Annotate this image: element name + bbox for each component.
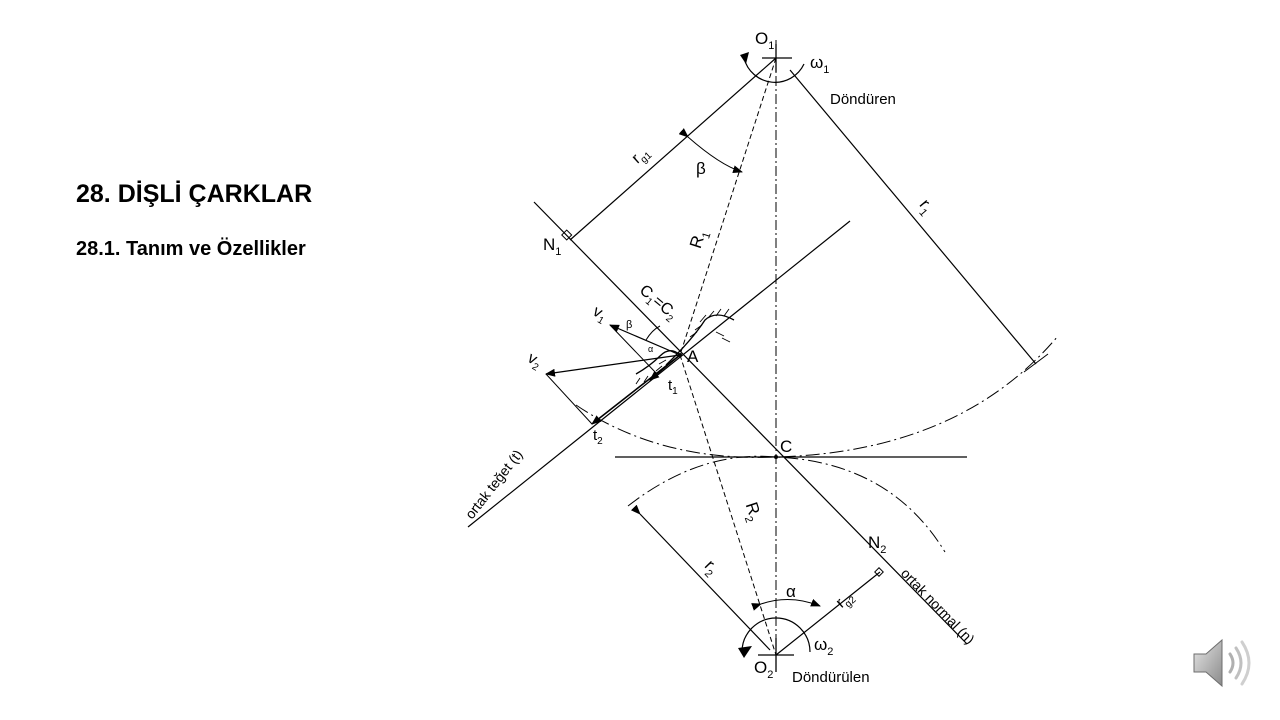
label-t1: t1 — [668, 377, 678, 397]
slide-subtitle: 28.1. Tanım ve Özellikler — [76, 238, 306, 260]
right-angle-n2 — [874, 567, 884, 577]
label-A: A — [687, 347, 699, 366]
radius-R2 — [679, 354, 777, 656]
label-rg1: rg1 — [629, 143, 655, 169]
beta-small-arc — [645, 325, 661, 341]
vector-t2 — [591, 354, 681, 425]
tooth-hatch-lower — [635, 359, 667, 385]
vector-projection-2 — [545, 373, 593, 425]
point-C — [774, 455, 778, 459]
point-A — [678, 353, 682, 357]
label-omega1: ω1 — [810, 53, 829, 76]
label-O1: O1 — [755, 29, 774, 52]
label-beta-small: β — [626, 319, 632, 331]
label-t2: t2 — [593, 427, 603, 447]
label-alpha-small: α — [648, 344, 653, 354]
label-N2: N2 — [868, 533, 886, 556]
label-r1: r1 — [913, 195, 938, 219]
label-R2: R2 — [738, 500, 766, 525]
dimension-r2 — [630, 504, 771, 651]
label-common-normal: ortak normal (n) — [898, 565, 978, 647]
label-driven: Döndürülen — [792, 669, 870, 686]
label-v2: v2 — [523, 350, 545, 374]
tooth-profile-lower — [635, 350, 681, 375]
pitch-circle-1 — [575, 335, 1059, 458]
tooth-hatch-upper — [689, 308, 731, 343]
right-angle-n1 — [561, 229, 573, 241]
omega1-arc — [743, 57, 805, 83]
alpha-angle-arc — [751, 598, 821, 611]
beta-angle-arc — [678, 128, 743, 174]
label-alpha: α — [786, 582, 796, 601]
omega1-arrow — [740, 52, 749, 64]
common-tangent-line — [467, 220, 851, 528]
label-R1: R1 — [686, 227, 714, 252]
label-omega2: ω2 — [814, 635, 833, 658]
pitch-circle-2 — [627, 455, 946, 553]
base-radius-rg2 — [775, 571, 881, 656]
omega2-arrow — [738, 646, 752, 658]
label-C1-C2: C1=C2 — [634, 282, 681, 326]
common-normal-line — [533, 201, 968, 645]
label-v1: v1 — [588, 303, 610, 327]
radius-R1 — [679, 57, 777, 356]
base-radius-rg1 — [569, 57, 777, 241]
label-N1: N1 — [543, 235, 561, 258]
label-C: C — [780, 437, 792, 456]
label-common-tangent: ortak teğet (t) — [462, 446, 526, 521]
dimension-r1-end — [1023, 353, 1049, 373]
label-r2: r2 — [698, 556, 723, 580]
label-driver: Döndüren — [830, 91, 896, 108]
vector-v1 — [609, 324, 681, 356]
speaker-icon[interactable] — [1190, 632, 1258, 694]
label-O2: O2 — [754, 658, 773, 681]
slide-title: 28. DİŞLİ ÇARKLAR — [76, 180, 313, 208]
omega2-arc — [741, 617, 811, 653]
dimension-r1 — [789, 69, 1037, 365]
label-beta: β — [696, 159, 706, 178]
